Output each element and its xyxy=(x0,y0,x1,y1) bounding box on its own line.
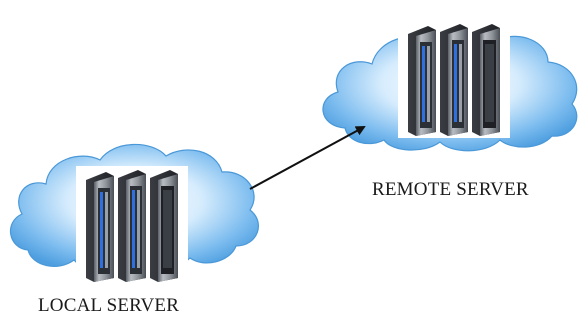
local-server-icon xyxy=(76,166,188,284)
remote-server-label: REMOTE SERVER xyxy=(372,179,529,200)
remote-server-icon xyxy=(398,20,510,138)
local-server-label: LOCAL SERVER xyxy=(38,295,180,316)
connection-arrow xyxy=(249,126,366,190)
